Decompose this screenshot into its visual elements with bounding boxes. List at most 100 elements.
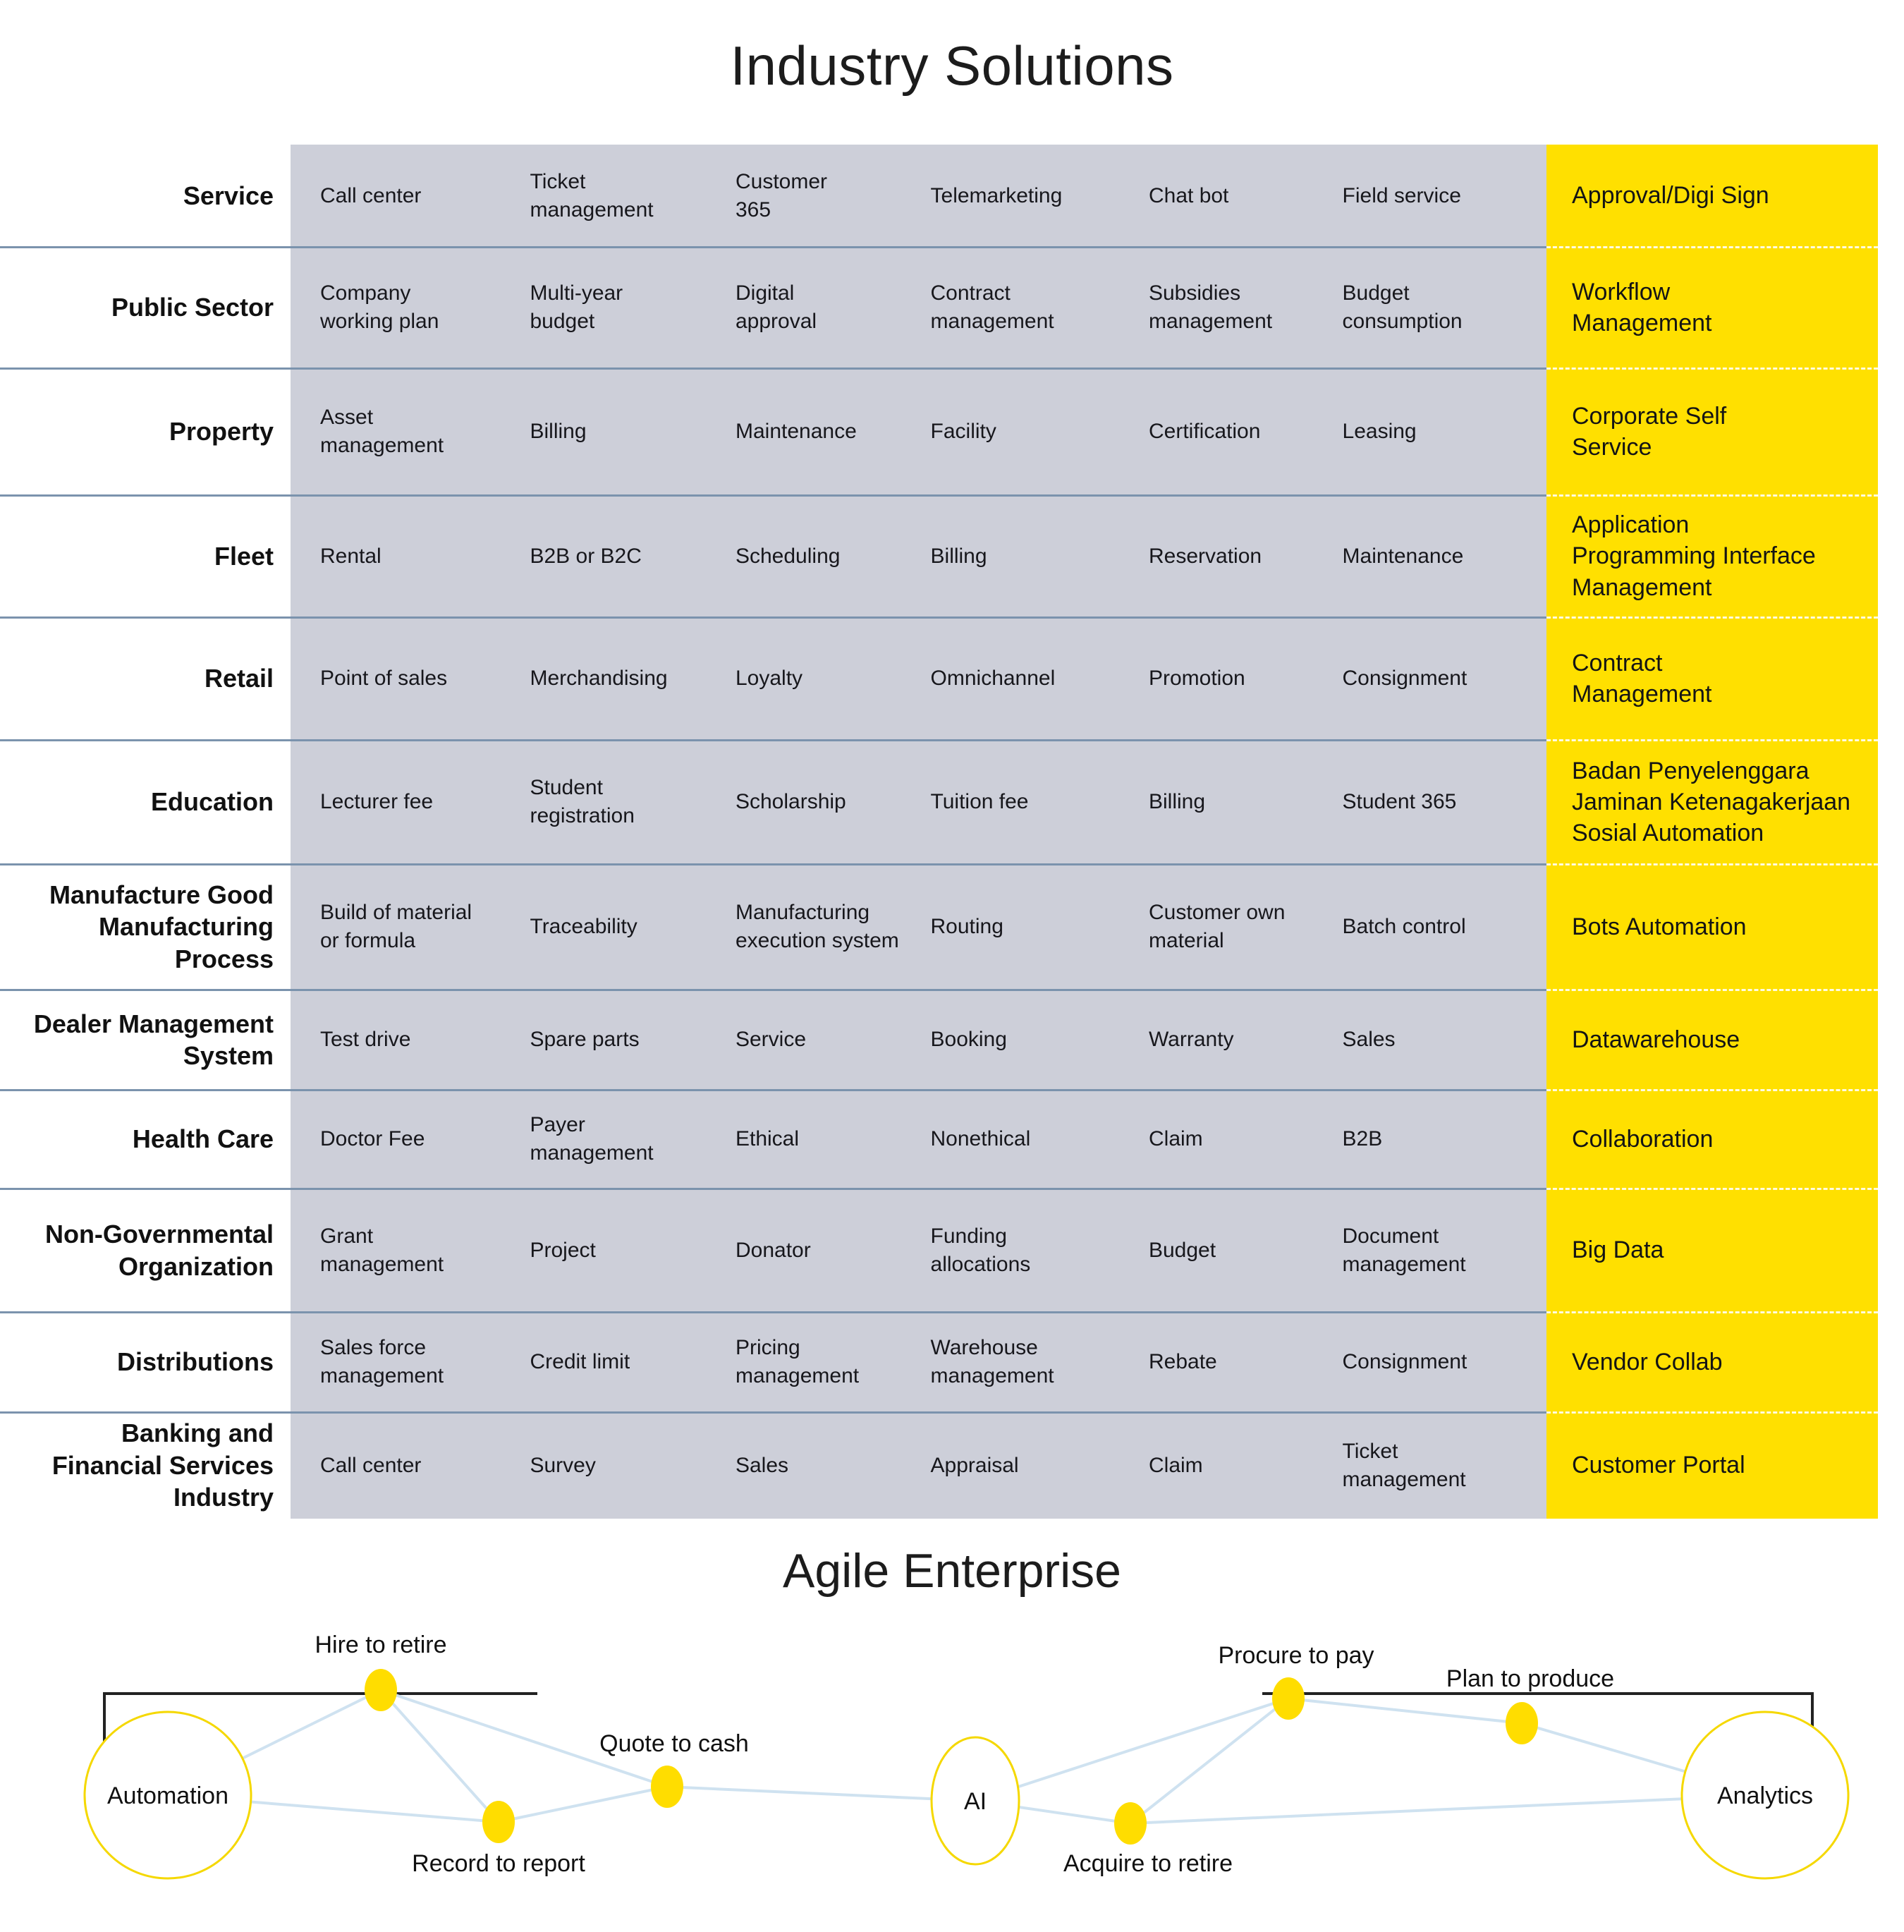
matrix-cell: Call center bbox=[320, 1453, 422, 1477]
matrix-row-divider-dashed bbox=[1546, 494, 1878, 499]
matrix-cell: Scholarship bbox=[735, 790, 846, 814]
matrix-cell: Company working plan bbox=[320, 281, 439, 333]
node-dot bbox=[1272, 1677, 1305, 1720]
matrix-highlight-label: Customer Portal bbox=[1572, 1452, 1745, 1479]
matrix-cell: Customer own material bbox=[1148, 901, 1286, 952]
matrix-cell: Routing bbox=[930, 915, 1003, 939]
agile-link bbox=[380, 1689, 668, 1788]
matrix-cell: Appraisal bbox=[930, 1453, 1019, 1477]
matrix-highlight-cell: Approval/Digi Sign bbox=[1546, 145, 1878, 247]
matrix-row-label: Public Sector bbox=[0, 247, 291, 368]
matrix-row-divider bbox=[0, 1411, 1546, 1414]
matrix-row-divider-dashed bbox=[1546, 863, 1878, 868]
matrix-cell: Nonethical bbox=[930, 1127, 1031, 1151]
matrix-cell: Reservation bbox=[1148, 544, 1262, 568]
hub-ellipse bbox=[83, 1711, 252, 1880]
matrix-cell: Maintenance bbox=[1342, 544, 1464, 568]
agile-hub[interactable]: Analytics bbox=[1680, 1711, 1850, 1880]
matrix-row-label: Health Care bbox=[0, 1090, 291, 1189]
agile-node[interactable]: Quote to cash bbox=[599, 1730, 749, 1808]
agile-enterprise-title: Agile Enterprise bbox=[782, 1544, 1122, 1598]
matrix-cell: B2B or B2C bbox=[530, 544, 642, 568]
matrix-cell: Facility bbox=[930, 420, 996, 444]
matrix-highlight-label: Badan Penyelenggara Jaminan Ketenagakerj… bbox=[1572, 757, 1851, 847]
matrix-row-divider bbox=[0, 494, 1546, 497]
matrix-row-divider bbox=[0, 367, 1546, 370]
matrix-cell: Student 365 bbox=[1342, 790, 1457, 814]
matrix-highlight-label: Bots Automation bbox=[1572, 913, 1747, 940]
matrix-row: Non-Governmental Organization Grant manag… bbox=[0, 1189, 1904, 1312]
matrix-row-cells: Sales force management Credit limit Pricin… bbox=[291, 1312, 1546, 1412]
agile-node[interactable]: Hire to retire bbox=[315, 1632, 447, 1711]
matrix-cell: Sales bbox=[735, 1453, 789, 1477]
node-dot bbox=[651, 1766, 683, 1808]
matrix-cell: Credit limit bbox=[530, 1350, 630, 1374]
matrix-cell: Batch control bbox=[1342, 915, 1466, 939]
matrix-cell: Merchandising bbox=[530, 667, 668, 691]
matrix-row-divider-dashed bbox=[1546, 989, 1878, 993]
matrix-cell: Sales force management bbox=[320, 1336, 444, 1387]
node-label: Hire to retire bbox=[315, 1632, 446, 1658]
agile-node[interactable]: Acquire to retire bbox=[1063, 1802, 1233, 1877]
matrix-highlight-label: Collaboration bbox=[1572, 1125, 1714, 1153]
matrix-row-divider bbox=[0, 863, 1546, 865]
matrix-cell: Subsidies management bbox=[1148, 281, 1273, 333]
matrix-highlight-label: Corporate Self Service bbox=[1572, 402, 1727, 461]
agile-link bbox=[1130, 1794, 1766, 1825]
matrix-cell: Rental bbox=[320, 544, 382, 568]
matrix-cell: Grant management bbox=[320, 1224, 444, 1276]
matrix-row-divider bbox=[0, 1311, 1546, 1313]
matrix-highlight-label: Vendor Collab bbox=[1572, 1348, 1723, 1375]
matrix-highlight-label: Contract Management bbox=[1572, 649, 1712, 707]
matrix-cell: Project bbox=[530, 1238, 596, 1262]
matrix-cell: Student registration bbox=[530, 776, 635, 827]
matrix-row-label: Non-Governmental Organization bbox=[0, 1189, 291, 1312]
matrix-highlight-label: Datawarehouse bbox=[1572, 1026, 1740, 1053]
matrix-cell: Scheduling bbox=[735, 544, 841, 568]
matrix-highlight-label: Approval/Digi Sign bbox=[1572, 182, 1769, 209]
page-title: Industry Solutions bbox=[730, 35, 1174, 97]
matrix-highlight-cell: Workflow Management bbox=[1546, 247, 1878, 368]
matrix-highlight-label: Big Data bbox=[1572, 1237, 1664, 1264]
agile-node[interactable]: Record to report bbox=[412, 1801, 585, 1877]
matrix-cell: Pricing management bbox=[735, 1336, 860, 1387]
matrix-highlight-label: Workflow Management bbox=[1572, 278, 1712, 336]
matrix-row-divider-dashed bbox=[1546, 246, 1878, 250]
matrix-cell: Warehouse management bbox=[930, 1336, 1054, 1387]
matrix-highlight-cell: Application Programming Interface Manage… bbox=[1546, 495, 1878, 617]
matrix-highlight-cell: Bots Automation bbox=[1546, 864, 1878, 990]
matrix-cell: Doctor Fee bbox=[320, 1127, 425, 1151]
agile-node[interactable]: Plan to produce bbox=[1446, 1665, 1614, 1744]
matrix-cell: Promotion bbox=[1148, 667, 1245, 691]
node-label: Plan to produce bbox=[1446, 1665, 1614, 1692]
hub-label: Automation bbox=[107, 1782, 228, 1809]
matrix-row-divider-dashed bbox=[1546, 367, 1878, 372]
agile-hub[interactable]: AI bbox=[930, 1736, 1020, 1866]
matrix-cell: Payer management bbox=[530, 1113, 654, 1165]
matrix-row-label: Retail bbox=[0, 617, 291, 740]
matrix-row-divider-dashed bbox=[1546, 1089, 1878, 1093]
node-label: Procure to pay bbox=[1218, 1642, 1374, 1669]
matrix-cell: Service bbox=[735, 1028, 807, 1052]
matrix-cell: Leasing bbox=[1342, 420, 1417, 444]
matrix-cell: Sales bbox=[1342, 1028, 1396, 1052]
matrix-highlight-cell: Big Data bbox=[1546, 1189, 1878, 1312]
matrix-cell: Spare parts bbox=[530, 1028, 640, 1052]
matrix-row-divider bbox=[0, 989, 1546, 991]
agile-node[interactable]: Procure to pay bbox=[1218, 1642, 1374, 1720]
node-label: Acquire to retire bbox=[1063, 1850, 1233, 1877]
matrix-cell: Ethical bbox=[735, 1127, 800, 1151]
agile-hub[interactable]: Automation bbox=[83, 1711, 252, 1880]
matrix-cell: Consignment bbox=[1342, 1350, 1467, 1374]
